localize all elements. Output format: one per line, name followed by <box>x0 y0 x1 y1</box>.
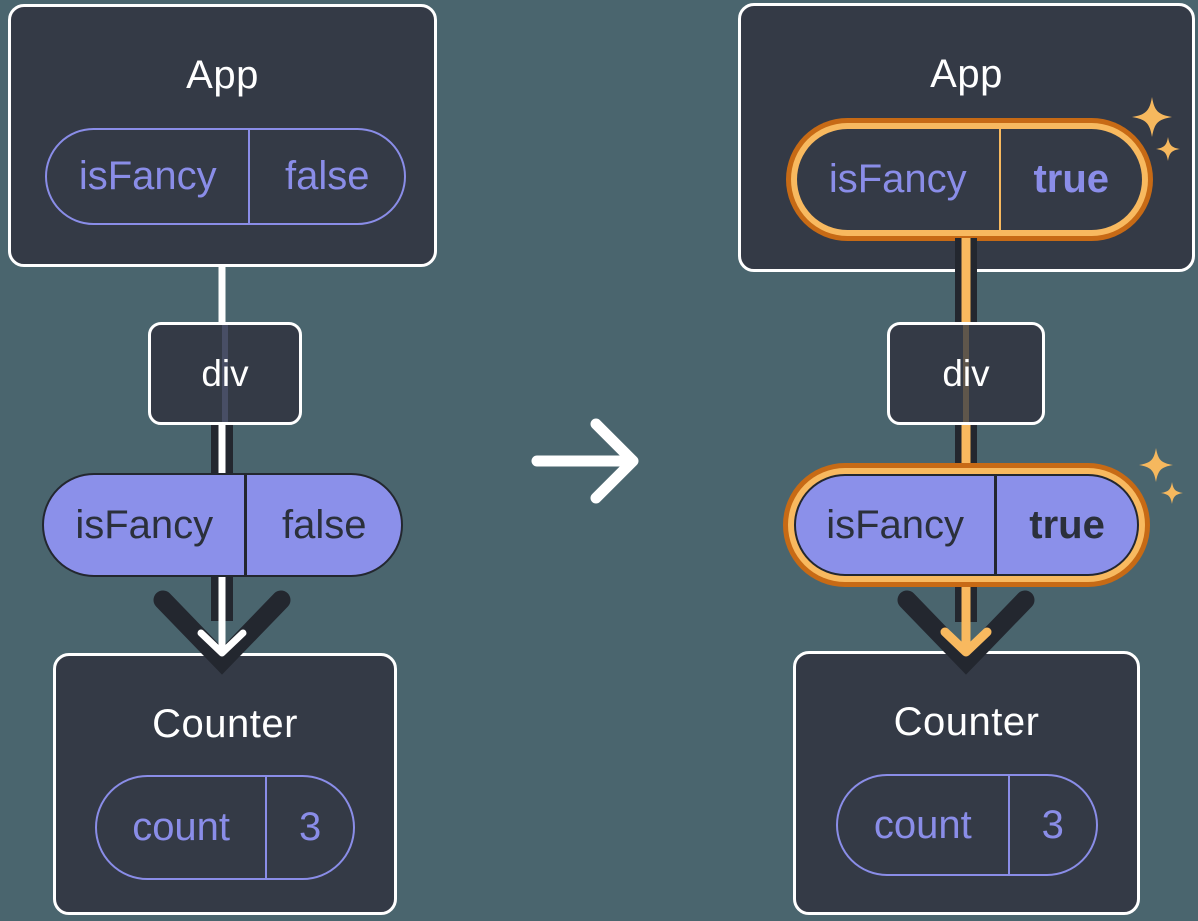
left-app-state-pill: isFancy false <box>45 128 406 225</box>
right-app-state-pill: isFancy true <box>797 129 1142 230</box>
counter-title: Counter <box>152 702 298 746</box>
right-passed-prop-pill-highlight: isFancy true <box>783 463 1150 587</box>
state-key: count <box>838 776 1010 874</box>
app-title: App <box>930 52 1003 96</box>
right-counter-node: Counter count 3 <box>793 651 1140 915</box>
state-key: isFancy <box>47 130 251 223</box>
state-value: 3 <box>1041 802 1064 847</box>
right-app-state-pill-highlight: isFancy true <box>786 118 1153 241</box>
state-value: true <box>1033 157 1110 201</box>
prop-value: true <box>1029 502 1105 547</box>
right-div-node: div <box>887 322 1045 425</box>
right-counter-state-pill: count 3 <box>836 774 1098 876</box>
left-passed-prop-pill: isFancy false <box>42 473 403 577</box>
highlight-ring: isFancy true <box>788 468 1145 582</box>
transition-arrow-icon <box>531 418 639 504</box>
state-key: count <box>97 777 268 878</box>
left-counter-node: Counter count 3 <box>53 653 397 915</box>
left-div-node: div <box>148 322 302 425</box>
left-counter-state-pill: count 3 <box>95 775 355 880</box>
sparkle-icon <box>1161 482 1183 504</box>
ghost-flow-line <box>963 325 969 422</box>
app-title: App <box>186 53 259 97</box>
state-value: false <box>284 154 370 198</box>
left-app-node: App isFancy false <box>8 4 437 267</box>
left-flow-core-tip-icon <box>197 629 247 657</box>
left-flow-arrowhead-icon <box>153 590 291 675</box>
right-tree-connectors <box>897 238 1035 675</box>
prop-key: isFancy <box>44 475 248 575</box>
prop-value: false <box>281 502 367 547</box>
sparkle-icon <box>1139 448 1173 482</box>
div-label: div <box>942 352 990 394</box>
right-app-node: App isFancy true <box>738 3 1195 272</box>
counter-title: Counter <box>893 700 1040 744</box>
div-label: div <box>201 352 249 394</box>
state-value: 3 <box>298 805 322 849</box>
ghost-flow-line <box>222 325 228 422</box>
highlight-ring: isFancy true <box>791 123 1148 236</box>
right-passed-prop-pill: isFancy true <box>794 474 1139 576</box>
right-flow-core-tip-icon <box>940 627 992 657</box>
prop-key: isFancy <box>796 476 998 574</box>
state-key: isFancy <box>797 129 1001 230</box>
